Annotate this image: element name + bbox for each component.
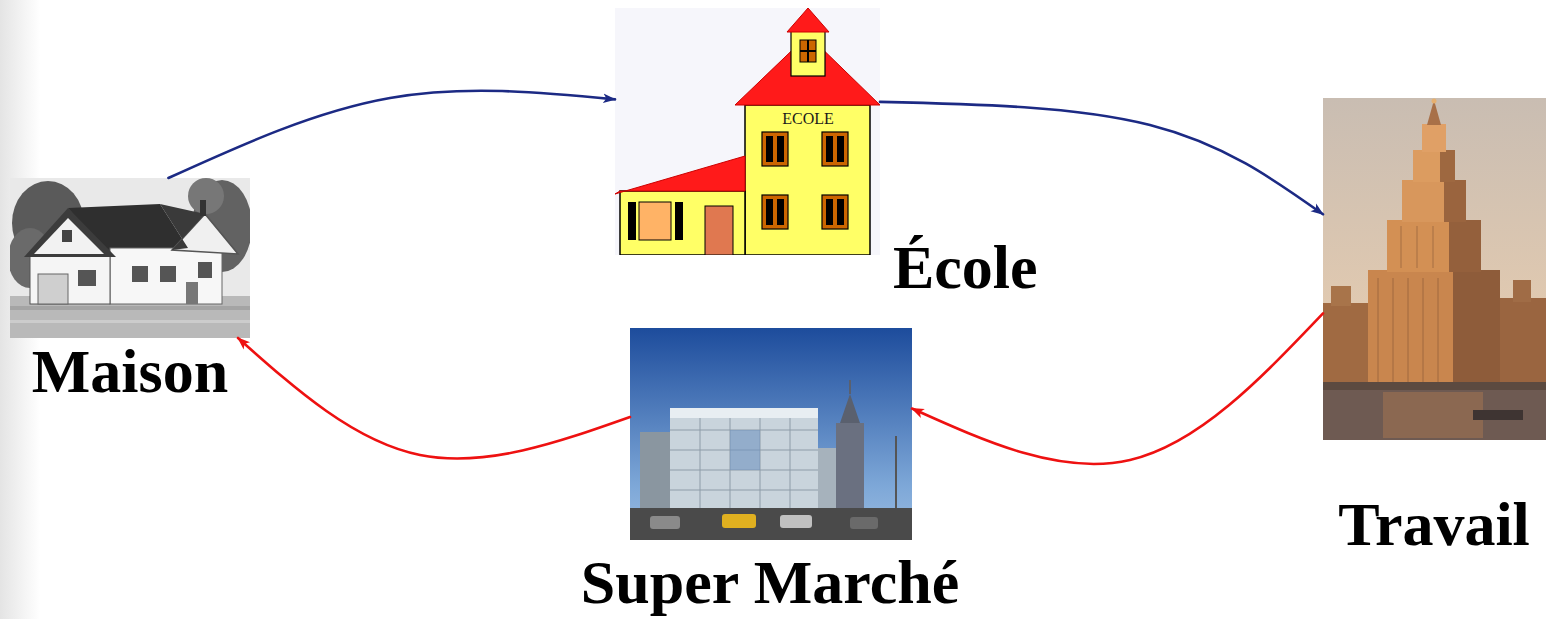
flow-arrow: [880, 102, 1323, 214]
place-label: Travail: [1338, 493, 1530, 555]
sign-text: ECOLE: [782, 111, 834, 127]
place-node: Super Marché: [630, 328, 912, 540]
flow-arrow: [168, 91, 615, 178]
place-node: École: [615, 8, 880, 255]
school-drawing: [615, 8, 880, 255]
place-label: École: [893, 236, 1038, 298]
place-label: Super Marché: [581, 551, 959, 613]
flow-arrow: [912, 313, 1323, 464]
house-photo: [10, 178, 250, 338]
tower-photo: [1323, 98, 1546, 440]
place-label: Maison: [32, 340, 228, 402]
market-photo: [630, 328, 912, 540]
place-node: Maison: [10, 178, 250, 338]
place-node: Travail: [1323, 98, 1546, 440]
flow-arrow: [238, 338, 630, 459]
